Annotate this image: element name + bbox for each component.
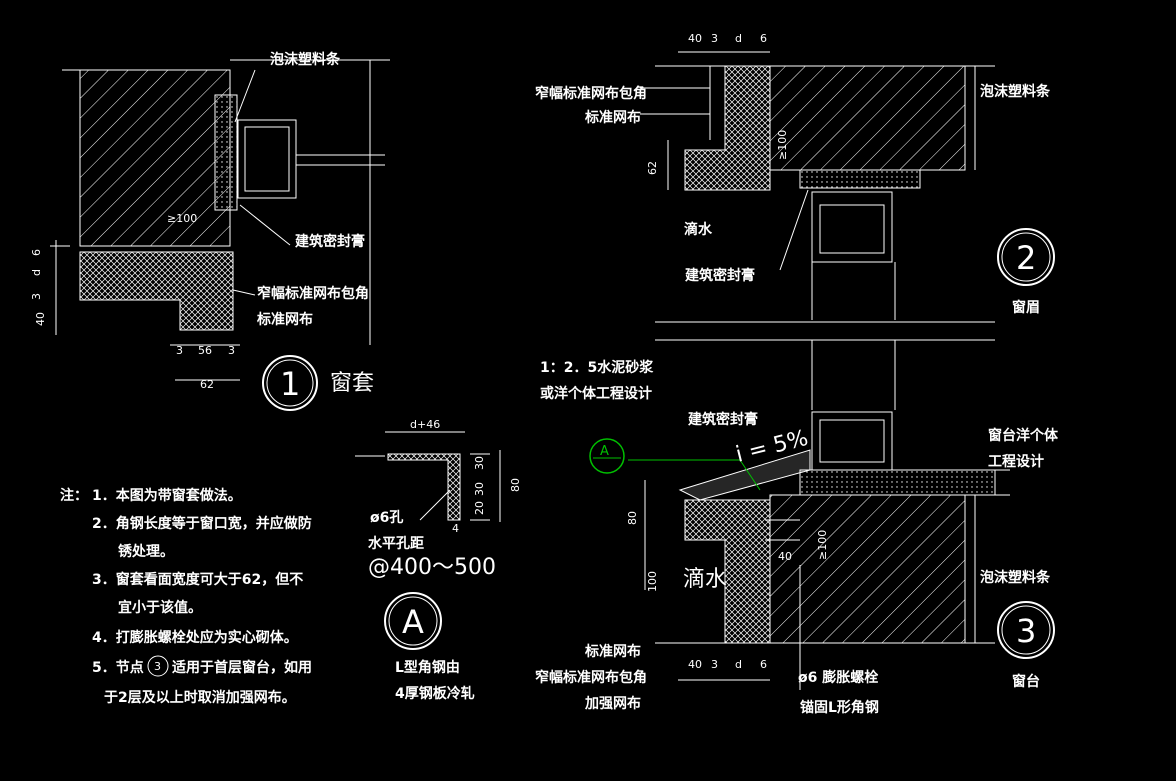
note-4: 4．打膨胀螺栓处应为实心砌体。 xyxy=(92,629,298,646)
dim-a-total: 80 xyxy=(509,478,522,492)
detail-a-caption-2: 4厚钢板冷轧 xyxy=(395,685,475,702)
detail-2-number: 2 xyxy=(1016,239,1036,277)
label-sill-1: 窗台洋个体 xyxy=(988,427,1059,444)
dim-b-1: 3 xyxy=(176,344,183,357)
label-foam-strip-3: 泡沫塑料条 xyxy=(980,569,1051,586)
detail-1-window-surround xyxy=(50,59,390,381)
label-sealant-1: 建筑密封膏 xyxy=(295,233,365,250)
window-frame-2 xyxy=(811,191,893,263)
min100-2: ≥100 xyxy=(776,130,789,160)
detail-1-text: 泡沫塑料条 ≥100 建筑密封膏 窄幅标准网布包角 标准网布 6 d 3 40 … xyxy=(30,51,369,391)
detail-3-callout-a: A xyxy=(589,438,761,491)
dim-bot-3-3: 6 xyxy=(760,658,767,671)
note-5c: 于2层及以上时取消加强网布。 xyxy=(104,689,296,706)
label-std-mesh-1: 标准网布 xyxy=(256,311,313,328)
label-angle: 锚固L形角钢 xyxy=(800,699,879,716)
dim-v-1: 6 xyxy=(30,249,43,256)
detail-2-title: 窗眉 xyxy=(1012,299,1040,316)
detail-a-letter: A xyxy=(402,603,424,641)
label-sealant-3: 建筑密封膏 xyxy=(688,411,758,428)
note-node-ref: 3 xyxy=(154,660,161,673)
label-sealant-2: 建筑密封膏 xyxy=(685,267,755,284)
insulation-board-2 xyxy=(684,65,771,191)
dim-v-2: d xyxy=(30,269,43,276)
dim-top-2-2: d xyxy=(735,32,742,45)
detail-2-window-head xyxy=(640,51,1055,341)
detail-3-text: 1：2．5水泥砂浆 或洋个体工程设计 建筑密封膏 i = 5% 窗台洋个体 工程… xyxy=(535,359,1059,716)
dim-a-r3: 20 xyxy=(473,501,486,515)
detail-3-number: 3 xyxy=(1016,612,1036,650)
label-spacing: 水平孔距 xyxy=(368,535,424,552)
dim62-2: 62 xyxy=(646,161,659,175)
detail-a-angle-steel xyxy=(355,431,501,650)
wall-section-2 xyxy=(769,65,966,171)
window-frame-1 xyxy=(237,119,297,199)
label-min100-1: ≥100 xyxy=(167,212,197,225)
label-std-mesh-3: 标准网布 xyxy=(584,643,641,660)
note-2: 2．角钢长度等于窗口宽，并应做防 xyxy=(92,515,312,532)
label-foam-strip-1: 泡沫塑料条 xyxy=(270,51,341,68)
label-bolt: ø6 膨胀螺栓 xyxy=(798,669,878,686)
label-reinforce-mesh-3: 加强网布 xyxy=(584,695,641,712)
detail-a-text: d+46 30 30 20 80 ø6孔 4 水平孔距 @400～500 A L… xyxy=(368,418,522,702)
label-drip-2: 滴水 xyxy=(684,221,713,238)
dim-top-2-1: 3 xyxy=(711,32,718,45)
dim-top-2-3: 6 xyxy=(760,32,767,45)
dim-bot-3-1: 3 xyxy=(711,658,718,671)
dim-bot-3-2: d xyxy=(735,658,742,671)
window-frame-3 xyxy=(811,411,893,471)
dim-b-3: 3 xyxy=(228,344,235,357)
label-narrow-mesh-1: 窄幅标准网布包角 xyxy=(257,285,369,302)
dim80-3: 80 xyxy=(626,511,639,525)
note-1: 1．本图为带窗套做法。 xyxy=(92,487,242,504)
dim-top-2-0: 40 xyxy=(688,32,702,45)
label-narrow-mesh-2: 窄幅标准网布包角 xyxy=(535,85,647,102)
label-foam-strip-2: 泡沫塑料条 xyxy=(980,83,1051,100)
note-5: 5．节点 xyxy=(92,659,144,676)
label-thickness: 4 xyxy=(452,522,459,535)
detail-1-number: 1 xyxy=(280,365,300,403)
note-3b: 宜小于该值。 xyxy=(118,599,202,616)
label-narrow-mesh-3: 窄幅标准网布包角 xyxy=(535,669,647,686)
detail-3-window-sill xyxy=(644,340,1055,690)
label-std-mesh-2: 标准网布 xyxy=(584,109,641,126)
label-sill-2: 工程设计 xyxy=(988,453,1044,470)
note-5b: 适用于首层窗台，如用 xyxy=(172,659,312,676)
dim-bot-3-0: 40 xyxy=(688,658,702,671)
detail-a-caption-1: L型角钢由 xyxy=(395,659,460,676)
detail-2-text: 40 3 d 6 窄幅标准网布包角 标准网布 泡沫塑料条 62 ≥100 滴水 … xyxy=(535,32,1051,316)
note-3: 3．窗套看面宽度可大于62，但不 xyxy=(92,571,303,588)
label-mortar-1: 1：2．5水泥砂浆 xyxy=(540,359,654,376)
dim-v-4: 40 xyxy=(34,312,47,326)
wall-section-1 xyxy=(79,69,231,247)
label-drip-3: 滴水 xyxy=(683,567,727,592)
value-spacing: @400～500 xyxy=(368,555,496,580)
detail-1-title: 窗套 xyxy=(330,371,374,396)
dim-total-1: 62 xyxy=(200,378,214,391)
detail-3-title: 窗台 xyxy=(1012,673,1040,690)
dim-v-3: 3 xyxy=(30,293,43,300)
notes-prefix: 注： xyxy=(60,487,88,504)
dim100-3: 100 xyxy=(646,571,659,592)
dim-a-r1: 30 xyxy=(473,456,486,470)
label-hole: ø6孔 xyxy=(370,510,403,526)
note-2b: 锈处理。 xyxy=(118,543,174,560)
wall-section-3 xyxy=(769,494,966,644)
dim-a-r2: 30 xyxy=(473,482,486,496)
dim-a-top: d+46 xyxy=(410,418,440,431)
notes-block: 注： 1．本图为带窗套做法。 2．角钢长度等于窗口宽，并应做防 锈处理。 3．窗… xyxy=(60,487,312,706)
min100-3: ≥100 xyxy=(816,530,829,560)
dim40-3: 40 xyxy=(778,550,792,563)
label-mortar-2: 或洋个体工程设计 xyxy=(540,385,652,402)
callout-a-letter: A xyxy=(600,444,609,459)
detail-1-callout: 1 窗套 xyxy=(262,355,374,411)
dim-b-2: 56 xyxy=(198,344,212,357)
insulation-board-1 xyxy=(79,251,234,331)
